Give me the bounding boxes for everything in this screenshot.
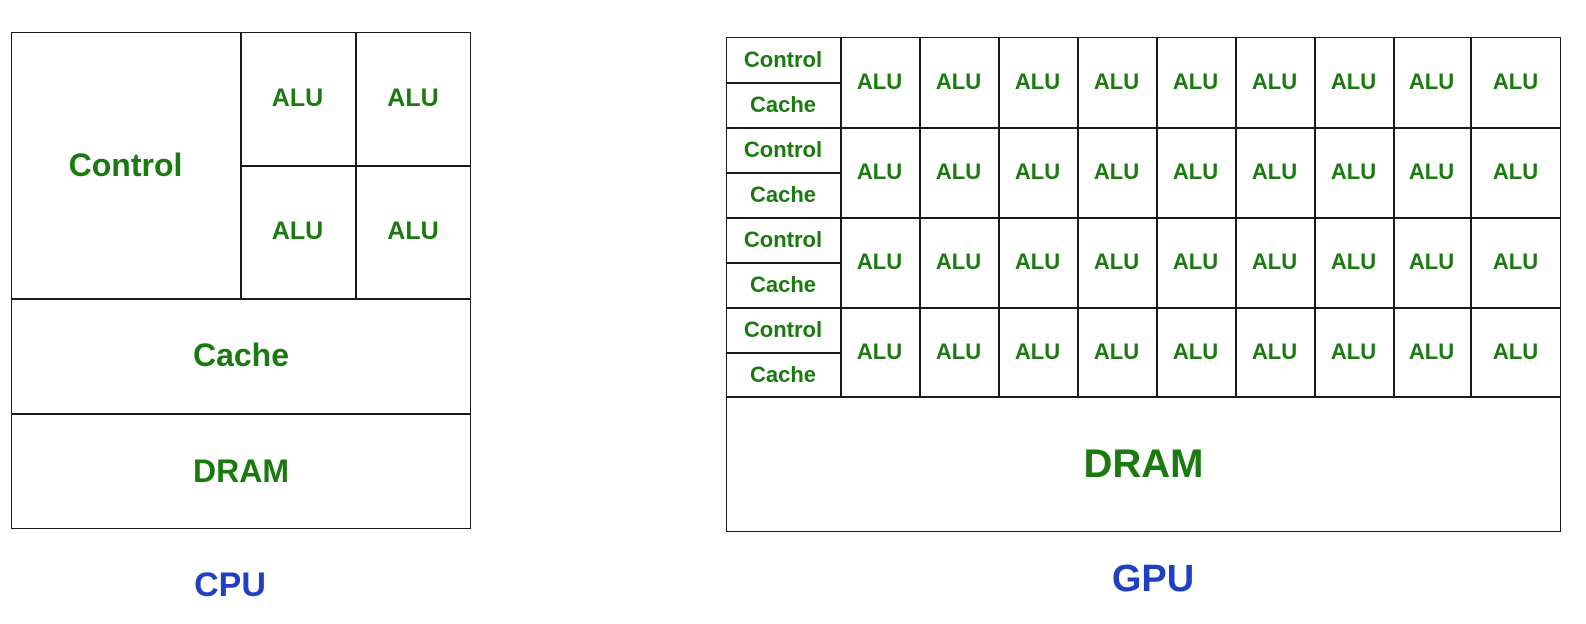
gpu-alu-label: ALU (1251, 69, 1298, 94)
gpu-alu-label: ALU (1014, 339, 1061, 364)
gpu-control-label: Control (743, 136, 823, 162)
gpu-alu-label: ALU (1408, 249, 1455, 274)
cpu-cache-label: Cache (192, 337, 290, 373)
gpu-divider (1156, 37, 1158, 397)
gpu-alu-label: ALU (1172, 249, 1219, 274)
gpu-divider (726, 127, 1561, 129)
gpu-alu-label: ALU (1492, 159, 1539, 184)
gpu-cache-label: Cache (749, 361, 817, 387)
cpu-caption: CPU (194, 566, 266, 604)
gpu-alu-label: ALU (1014, 69, 1061, 94)
gpu-alu-label: ALU (1330, 339, 1377, 364)
gpu-alu-label: ALU (1251, 339, 1298, 364)
gpu-divider (1235, 37, 1237, 397)
gpu-alu-label: ALU (935, 159, 982, 184)
gpu-alu-label: ALU (1330, 249, 1377, 274)
gpu-alu-label: ALU (856, 69, 903, 94)
gpu-alu-label: ALU (856, 159, 903, 184)
gpu-divider (1393, 37, 1395, 397)
gpu-divider (998, 37, 1000, 397)
gpu-alu-label: ALU (1330, 159, 1377, 184)
gpu-alu-label: ALU (1492, 249, 1539, 274)
gpu-frame (726, 37, 1561, 532)
gpu-alu-label: ALU (1014, 159, 1061, 184)
gpu-alu-label: ALU (1330, 69, 1377, 94)
gpu-alu-label: ALU (1251, 249, 1298, 274)
gpu-caption: GPU (1111, 558, 1195, 600)
gpu-divider (726, 352, 840, 354)
gpu-alu-label: ALU (1093, 159, 1140, 184)
gpu-alu-label: ALU (1408, 159, 1455, 184)
gpu-cache-label: Cache (749, 271, 817, 297)
gpu-alu-label: ALU (1492, 339, 1539, 364)
gpu-alu-label: ALU (935, 339, 982, 364)
gpu-alu-label: ALU (1093, 69, 1140, 94)
cpu-divider (355, 32, 357, 299)
gpu-alu-label: ALU (1172, 159, 1219, 184)
gpu-divider (1470, 37, 1472, 397)
gpu-alu-label: ALU (1408, 69, 1455, 94)
gpu-divider (726, 396, 1561, 398)
gpu-divider (919, 37, 921, 397)
gpu-alu-label: ALU (1408, 339, 1455, 364)
gpu-alu-label: ALU (1251, 159, 1298, 184)
gpu-control-label: Control (743, 226, 823, 252)
gpu-alu-label: ALU (1093, 339, 1140, 364)
gpu-alu-label: ALU (935, 69, 982, 94)
gpu-alu-label: ALU (1172, 69, 1219, 94)
gpu-alu-label: ALU (1093, 249, 1140, 274)
gpu-dram-label: DRAM (1083, 442, 1204, 486)
gpu-alu-label: ALU (935, 249, 982, 274)
gpu-control-label: Control (743, 316, 823, 342)
gpu-divider (726, 172, 840, 174)
gpu-divider (726, 262, 840, 264)
gpu-control-label: Control (743, 46, 823, 72)
cpu-alu-label: ALU (387, 217, 439, 245)
cpu-alu-label: ALU (271, 84, 324, 112)
gpu-alu-label: ALU (856, 339, 903, 364)
gpu-alu-label: ALU (856, 249, 903, 274)
gpu-cache-label: Cache (749, 181, 817, 207)
cpu-alu-label: ALU (387, 84, 439, 112)
cpu-control-label: Control (68, 146, 183, 183)
cpu-divider (240, 32, 242, 299)
cpu-divider (11, 413, 471, 415)
gpu-alu-label: ALU (1172, 339, 1219, 364)
gpu-cache-label: Cache (749, 91, 817, 117)
cpu-dram-label: DRAM (193, 452, 289, 489)
gpu-divider (726, 217, 1561, 219)
gpu-divider (1077, 37, 1079, 397)
gpu-alu-label: ALU (1492, 69, 1539, 94)
gpu-divider (840, 37, 842, 397)
gpu-divider (1314, 37, 1316, 397)
cpu-alu-label: ALU (271, 217, 324, 245)
gpu-divider (726, 307, 1561, 309)
gpu-alu-label: ALU (1014, 249, 1061, 274)
gpu-divider (726, 82, 840, 84)
